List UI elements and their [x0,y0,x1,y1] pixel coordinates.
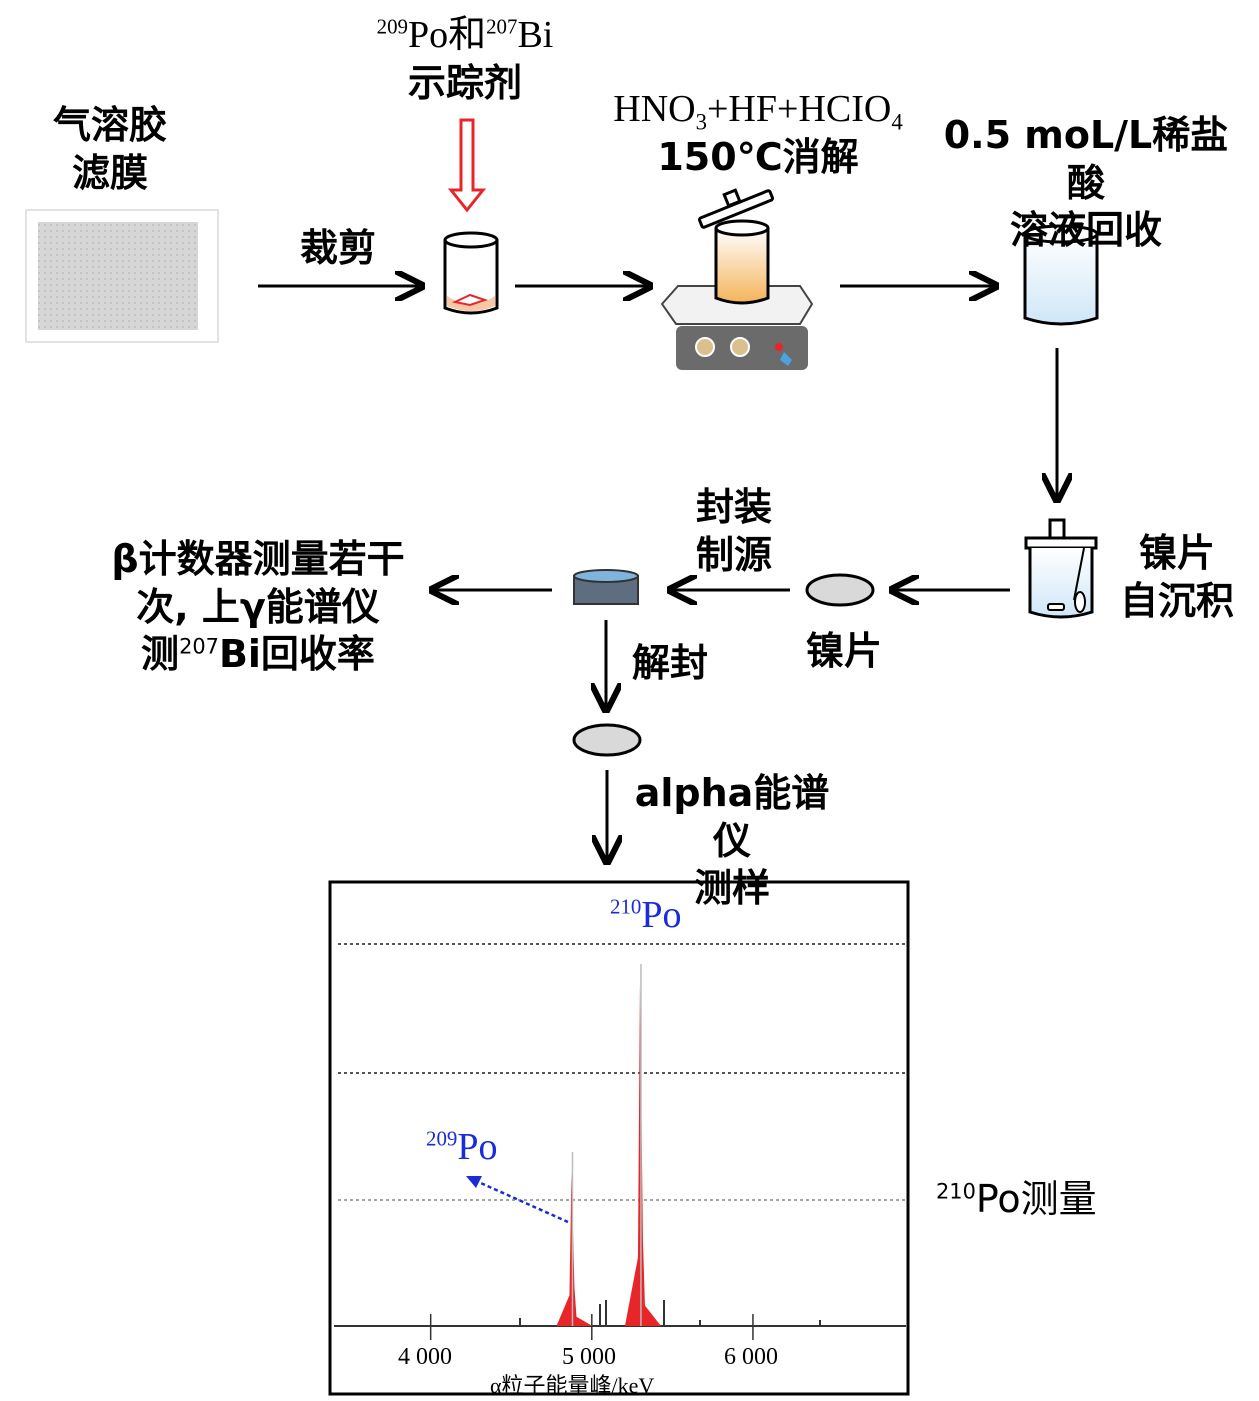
x-axis-label: α粒子能量峰/keV [490,1373,655,1398]
seal-line1: 封装 [695,485,772,529]
recovery-beaker-icon [1023,224,1099,326]
spectrum-frame [328,880,910,1396]
digest-line2: 150℃消解 [657,134,859,179]
digest-mid: +HF+HCIO [707,88,892,130]
tracer-iso1: 209 [376,14,408,39]
beta-iso: 207 [179,634,219,659]
nickel-label: 镍片 [806,629,883,673]
po-measure-iso: 210 [936,1179,976,1204]
peak-210-iso: 210 [610,894,642,919]
sealed-source-icon [573,569,639,605]
seal-label: 封装 制源 [686,484,782,579]
nickel-disc-icon [805,573,875,607]
cut-label: 裁剪 [300,226,377,270]
deposit-line2: 自沉积 [1119,578,1234,623]
filter-label-line2: 滤膜 [71,150,148,195]
recover-line1: 0.5 moL/L稀盐酸 [943,113,1229,205]
deposition-beaker-icon [1024,518,1098,619]
peak-209-el: Po [457,1126,498,1168]
seal-line2: 制源 [695,532,772,577]
digest-label: HNO3+HF+HCIO4 150℃消解 [596,86,920,181]
tracer-label: 209Po和207Bi 示踪剂 [360,12,570,107]
peak-209-iso: 209 [426,1126,458,1151]
alpha-label: alpha能谱仪 测样 [622,770,842,913]
peak-210Po [624,984,661,1326]
recover-label: 0.5 moL/L稀盐酸 溶液回收 [928,112,1244,255]
digest-sub1: 3 [695,109,707,135]
peak-209Po [556,1172,593,1326]
beta-label: β计数器测量若干 次, 上γ能谱仪 测207Bi回收率 [98,536,418,679]
alpha-line1: alpha能谱仪 [634,771,830,863]
tracer-el2: Bi [517,14,554,56]
po-measure-text: Po测量 [975,1177,1097,1221]
filter-label: 气溶胶 滤膜 [40,102,180,197]
tracer-line2: 示踪剂 [407,60,522,105]
peak-label-210po: 210Po [610,892,681,940]
beta-line2: 次, 上γ能谱仪 [136,584,380,629]
hotplate-icon [660,188,814,370]
tracer-el1: Po和 [407,14,487,56]
recover-line2: 溶液回收 [1009,208,1162,252]
deposit-label: 镍片 自沉积 [1104,530,1250,625]
po-measure-label: 210Po测量 [936,1176,1097,1224]
x-tick-label-6000: 6 000 [724,1344,778,1370]
x-axis-ticks [429,1314,754,1340]
unsealed-disc-icon [572,723,642,757]
x-tick-label-5000: 5 000 [562,1344,616,1370]
peak-210-el: Po [641,894,682,936]
tracer-arrow-icon [447,118,487,213]
digest-sub2: 4 [891,109,903,135]
deposit-line1: 镍片 [1138,531,1215,575]
digest-acid: HNO [613,88,696,130]
filter-label-line1: 气溶胶 [52,103,167,147]
peak-label-209po: 209Po [426,1124,497,1172]
beta-line3-pre: 测 [141,632,180,676]
alpha-line2: 测样 [693,866,770,910]
filter-membrane-icon [25,209,219,343]
unseal-label: 解封 [632,641,709,685]
x-tick-label-4000: 4 000 [398,1344,452,1370]
beta-line3-post: Bi回收率 [218,632,375,676]
minor-spikes [519,1300,821,1326]
spectrum-peaks [556,964,661,1326]
sample-beaker-icon [443,231,499,315]
po209-pointer-arrow [466,1176,569,1224]
beta-line1: β计数器测量若干 [111,537,405,581]
tracer-iso2: 207 [486,14,518,39]
